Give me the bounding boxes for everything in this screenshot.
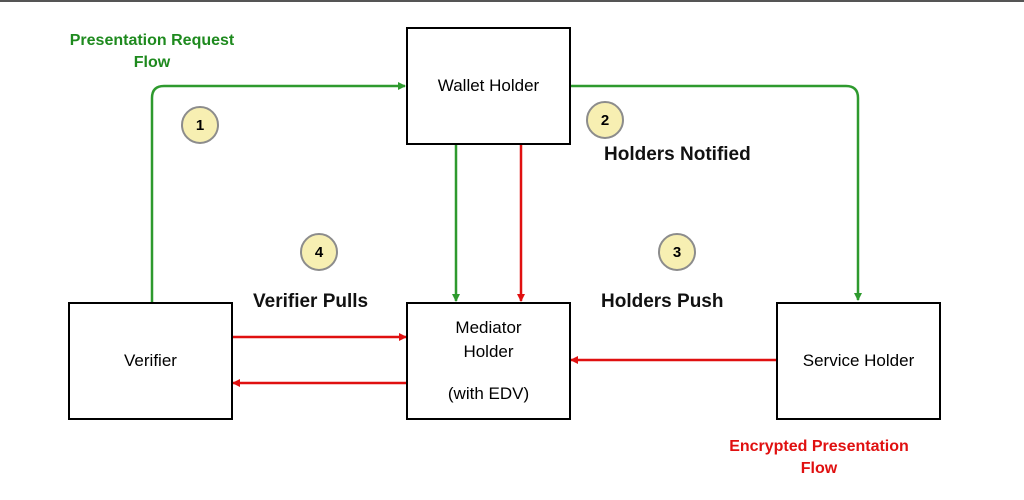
step-1-badge: 1	[181, 106, 219, 144]
verifier-label: Verifier	[124, 351, 177, 370]
encrypted-presentation-flow-title: Encrypted Presentation Flow	[694, 436, 944, 480]
presentation-request-flow-line1: Presentation Request	[69, 32, 235, 49]
presentation-request-flow-line2: Flow	[133, 54, 171, 71]
step-3-badge: 3	[658, 233, 696, 271]
wallet-holder-box: Wallet Holder	[406, 27, 571, 145]
arrow-wallet-to-service	[570, 84, 862, 301]
verifier-pulls-label: Verifier Pulls	[253, 291, 369, 312]
step-4-badge: 4	[300, 233, 338, 271]
step-2-badge: 2	[586, 101, 624, 139]
encrypted-presentation-flow-line1: Encrypted Presentation	[729, 438, 909, 455]
mediator-holder-line3: (with EDV)	[447, 384, 530, 403]
mediator-holder-line1: Mediator	[455, 318, 522, 337]
verifier-box: Verifier	[68, 302, 233, 420]
top-divider	[0, 0, 1024, 2]
presentation-request-flow-title: Presentation Request Flow	[30, 30, 274, 74]
encrypted-presentation-flow-line2: Flow	[800, 460, 838, 477]
holders-push-label: Holders Push	[601, 291, 724, 312]
mediator-holder-line2: Holder	[463, 342, 514, 361]
arrow-verifier-to-wallet	[150, 82, 406, 302]
wallet-holder-label: Wallet Holder	[437, 76, 540, 95]
holders-notified-label: Holders Notified	[604, 144, 751, 165]
service-holder-label: Service Holder	[802, 351, 915, 370]
mediator-holder-box: Mediator Holder (with EDV)	[406, 302, 571, 420]
service-holder-box: Service Holder	[776, 302, 941, 420]
